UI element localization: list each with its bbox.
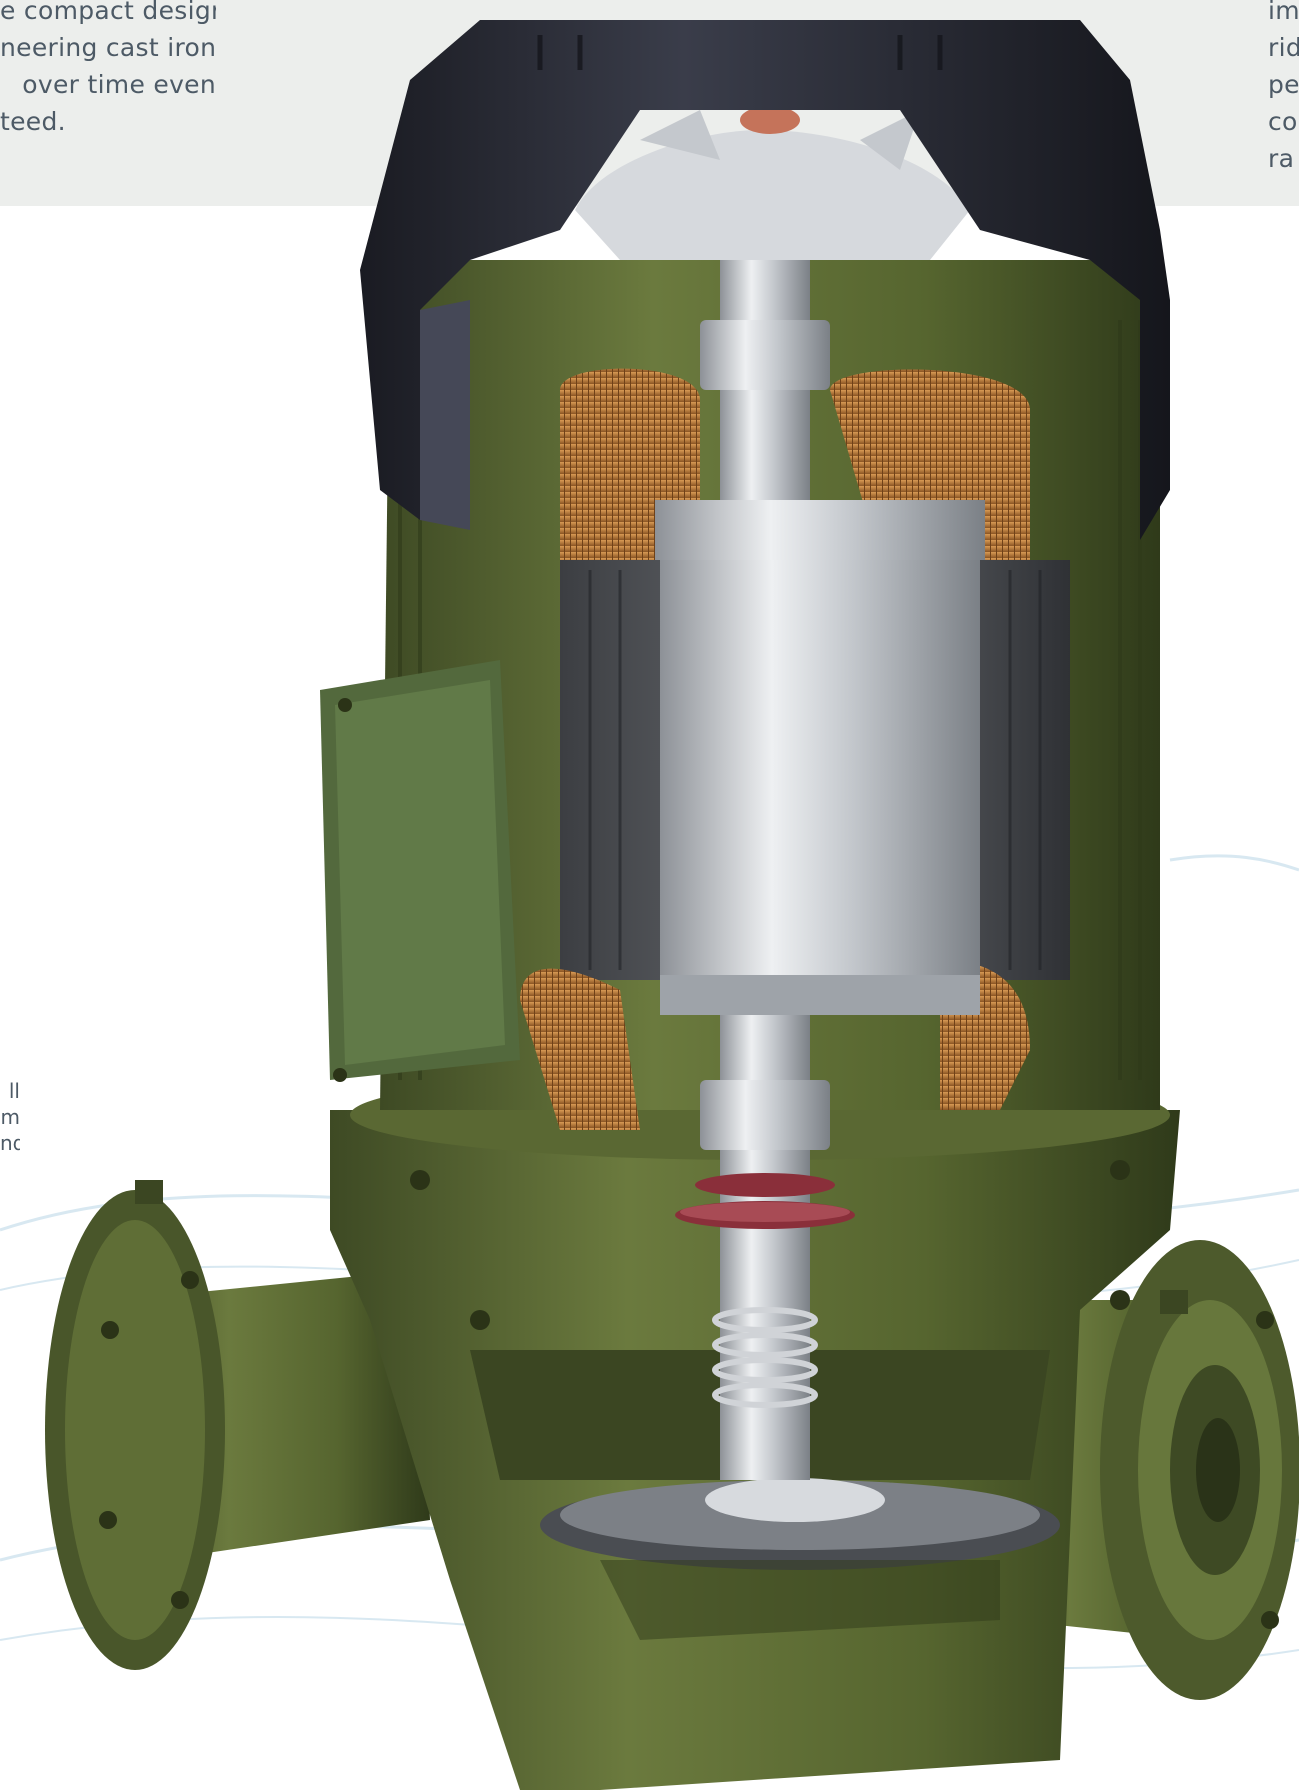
intro-right-line: rid <box>1268 33 1299 62</box>
bolts <box>410 1160 1130 1330</box>
intro-paragraph-right: im rid pe co ra <box>1268 0 1299 177</box>
intro-left-line: e compact design <box>0 0 216 25</box>
caption-line: nd <box>0 1131 20 1155</box>
cooling-fan <box>575 106 970 260</box>
caption-line: m <box>0 1105 20 1129</box>
feature-caption-left: ll m nd <box>0 1078 20 1156</box>
intro-right-line: im <box>1268 0 1299 25</box>
intro-right-line: pe <box>1268 70 1299 99</box>
inlet-flange <box>45 1180 430 1670</box>
caption-line: ll <box>8 1079 20 1103</box>
rotor-shaft <box>655 260 985 1480</box>
intro-left-line: teed. <box>0 107 66 136</box>
intro-right-line: ra <box>1268 144 1295 173</box>
intro-left-line: over time even <box>22 70 216 99</box>
intro-left-line: neering cast iron <box>0 33 216 62</box>
motor-cover-cap <box>360 20 1170 540</box>
intro-right-line: co <box>1268 107 1298 136</box>
intro-paragraph-left: e compact design neering cast iron over … <box>0 0 216 140</box>
